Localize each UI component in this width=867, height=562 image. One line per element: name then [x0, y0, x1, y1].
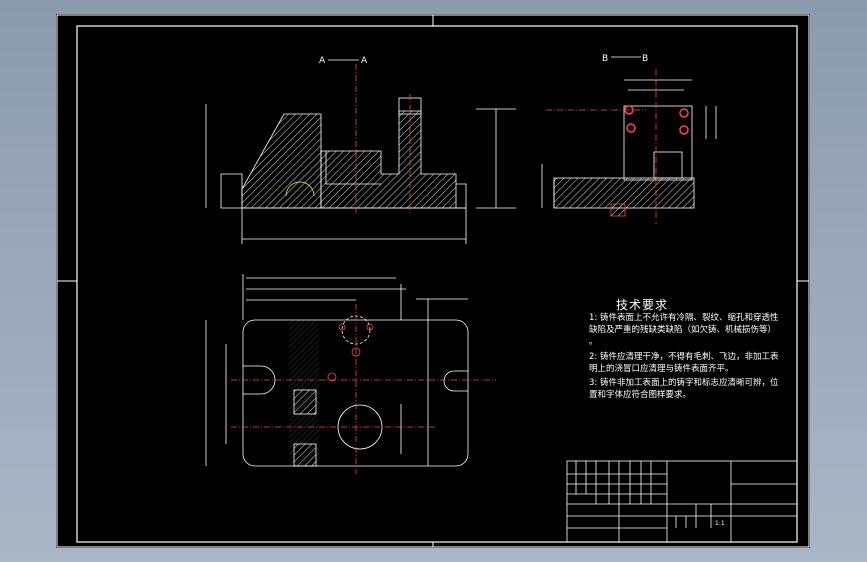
drawing-canvas: A A B B	[56, 14, 810, 548]
requirement-line-3: 。	[589, 337, 598, 347]
section-b-label-right: B	[642, 54, 648, 64]
requirement-line-2: 缺陷及严重的残缺类缺陷（如欠铸、机械损伤等）	[589, 325, 777, 335]
section-view-b: B B	[541, 54, 717, 224]
section-view-a: A A	[205, 56, 516, 244]
requirement-line-5: 明上的浇冒口应清理与铸件表面齐平。	[589, 364, 734, 374]
requirements-title: 技术要求	[616, 298, 669, 312]
section-a-label-right: A	[361, 56, 368, 66]
requirement-line-7: 置和字体应符合图样要求。	[589, 390, 692, 400]
plan-view	[205, 274, 496, 474]
section-b-label-left: B	[602, 54, 608, 64]
scale-value: 1:1	[715, 520, 725, 527]
requirement-line-6: 3: 铸件非加工表面上的铸字和标志应清晰可辨，位	[589, 378, 779, 388]
outer-border	[56, 14, 810, 548]
drawing-sheet: A A B B	[56, 14, 810, 548]
inner-border	[76, 25, 798, 543]
requirement-line-4: 2: 铸件应清理干净，不得有毛刺、飞边，非加工表	[589, 352, 779, 362]
title-block: 1:1	[566, 460, 798, 543]
requirement-line-1: 1: 铸件表面上不允许有冷隔、裂纹、缩孔和穿透性	[589, 313, 779, 323]
section-a-label-left: A	[319, 56, 326, 66]
